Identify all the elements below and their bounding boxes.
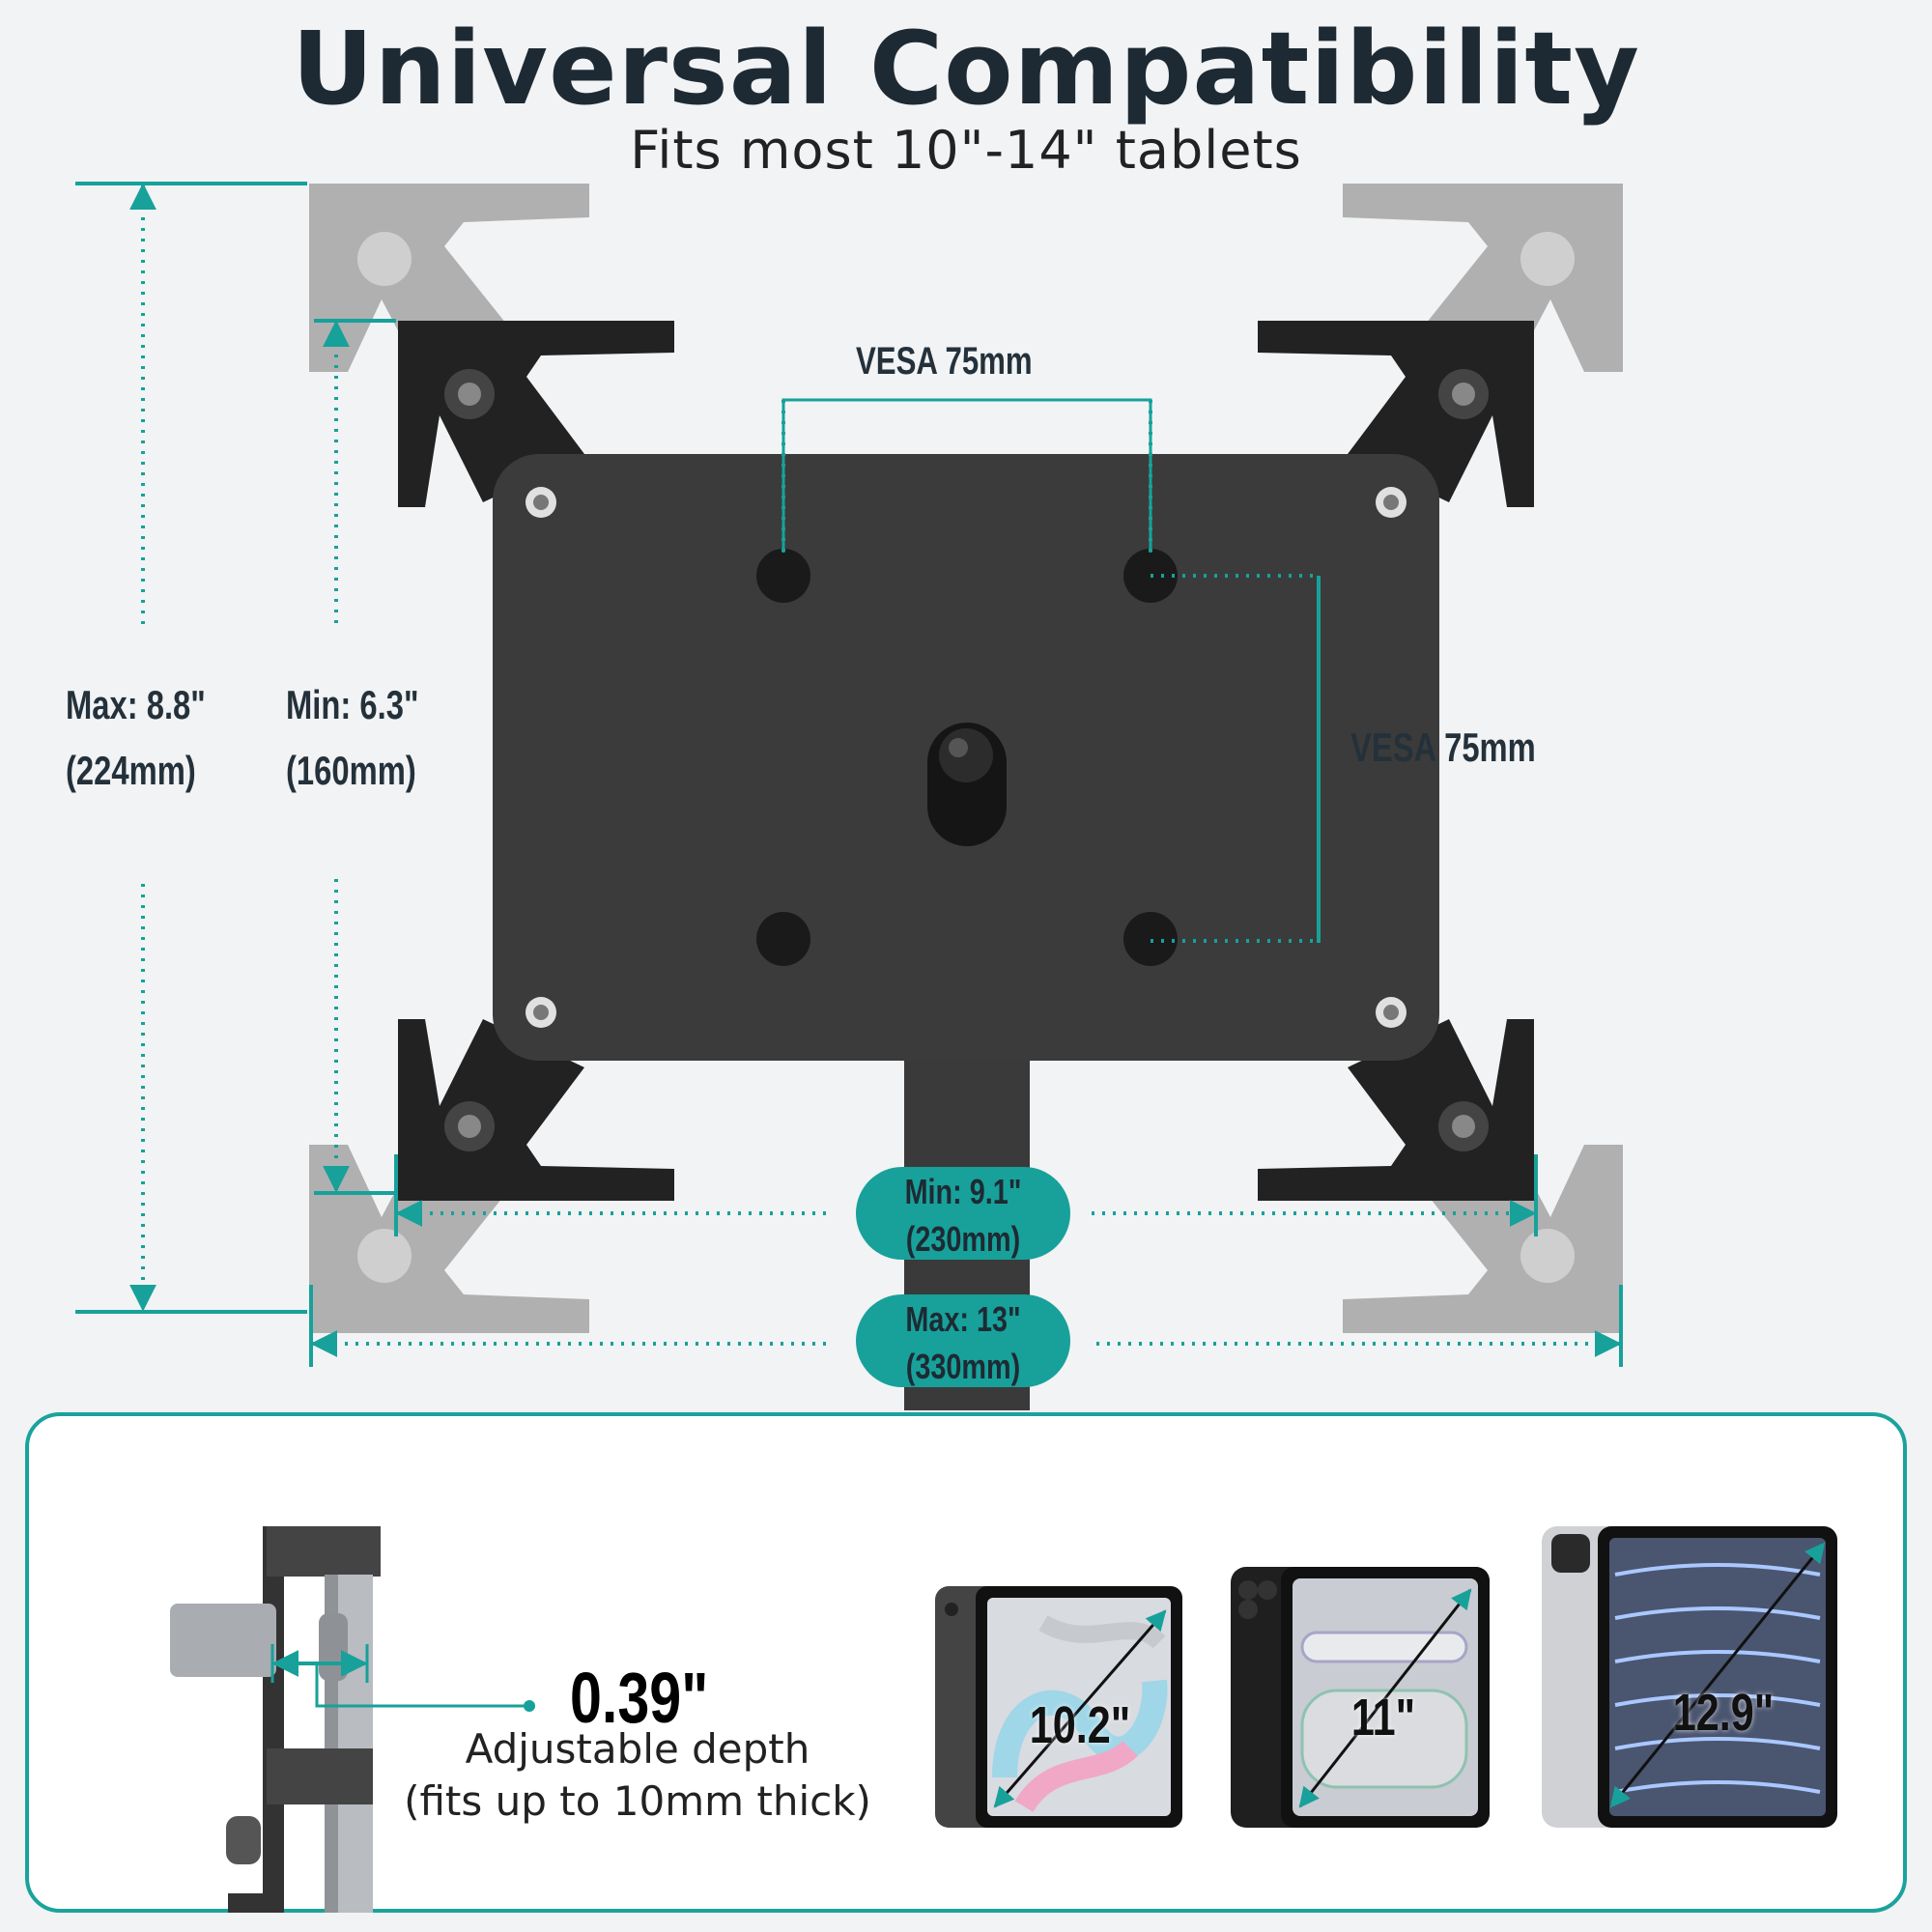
width-min-metric: (230mm) bbox=[905, 1219, 1021, 1259]
depth-caption: Adjustable depth bbox=[465, 1725, 810, 1773]
side-profile-clamp bbox=[170, 1526, 381, 1913]
width-min-value: Min: 9.1" bbox=[904, 1172, 1022, 1211]
tablet-large bbox=[1542, 1526, 1837, 1828]
ball-joint bbox=[927, 723, 1007, 846]
page-title: Universal Compatibility bbox=[292, 10, 1640, 128]
depth-indicator bbox=[270, 1644, 535, 1712]
width-min-badge: Min: 9.1" (230mm) bbox=[856, 1167, 1070, 1260]
width-dimension-lines bbox=[309, 1154, 1623, 1367]
height-dimension-lines bbox=[75, 182, 396, 1314]
width-max-badge: Max: 13" (330mm) bbox=[856, 1294, 1070, 1387]
tablet-size-label: 11" bbox=[1350, 1689, 1416, 1747]
height-min-value: Min: 6.3" bbox=[286, 682, 419, 727]
tablet-size-label: 10.2" bbox=[1029, 1696, 1131, 1754]
height-max-label: Max: 8.8" (224mm) bbox=[66, 672, 206, 804]
plate-screws bbox=[526, 487, 1406, 1028]
height-min-label: Min: 6.3" (160mm) bbox=[286, 672, 418, 804]
page-subtitle: Fits most 10"-14" tablets bbox=[630, 120, 1302, 181]
width-max-metric: (330mm) bbox=[905, 1347, 1021, 1386]
vesa-vertical-bracket bbox=[1151, 574, 1321, 943]
clamp-arms-min bbox=[398, 321, 1534, 1201]
panel-illustrations bbox=[170, 1526, 1837, 1913]
mount-diagram bbox=[75, 182, 1623, 1410]
tablet-small bbox=[935, 1586, 1182, 1828]
width-max-value: Max: 13" bbox=[905, 1299, 1021, 1339]
ghost-arms-max bbox=[309, 184, 1623, 1333]
height-max-metric: (224mm) bbox=[66, 748, 196, 793]
height-min-metric: (160mm) bbox=[286, 748, 416, 793]
vesa-horizontal-bracket bbox=[781, 398, 1152, 553]
tablet-size-label: 12.9" bbox=[1672, 1684, 1775, 1742]
height-max-value: Max: 8.8" bbox=[66, 682, 206, 727]
tablet-medium bbox=[1231, 1567, 1490, 1828]
vesa-vertical-label: VESA 75mm bbox=[1350, 724, 1536, 770]
depth-caption-detail: (fits up to 10mm thick) bbox=[404, 1777, 871, 1825]
vesa-horizontal-label: VESA 75mm bbox=[856, 340, 1033, 383]
depth-value: 0.39" bbox=[570, 1658, 709, 1738]
